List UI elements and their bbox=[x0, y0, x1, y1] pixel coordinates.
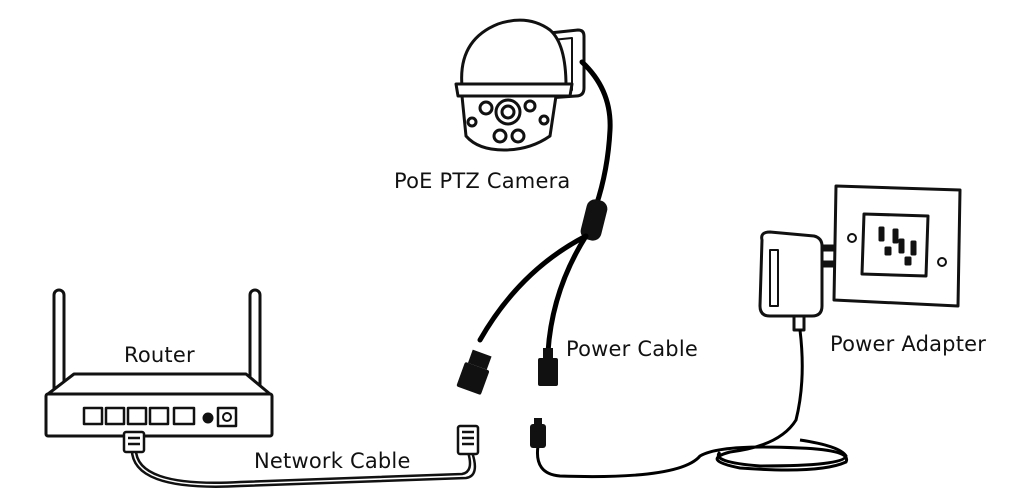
rj45-plug-camera-side bbox=[456, 424, 480, 456]
power-adapter-label: Power Adapter bbox=[830, 332, 987, 356]
power-adapter-cable bbox=[535, 329, 849, 479]
router-icon bbox=[44, 288, 274, 438]
wall-outlet-icon bbox=[832, 184, 962, 308]
dc-plug bbox=[530, 418, 546, 448]
network-port-connector bbox=[456, 349, 492, 395]
ptz-camera-icon bbox=[454, 18, 586, 152]
cable-splitter bbox=[580, 199, 608, 241]
network-cable-label: Network Cable bbox=[254, 449, 411, 473]
camera-label: PoE PTZ Camera bbox=[394, 169, 571, 193]
network-cable bbox=[130, 445, 477, 488]
network-branch-cable bbox=[477, 233, 589, 343]
router-label: Router bbox=[124, 343, 195, 367]
power-branch-cable bbox=[545, 233, 589, 355]
power-port-connector bbox=[538, 348, 558, 386]
power-cable-label: Power Cable bbox=[566, 337, 698, 361]
power-adapter-icon bbox=[758, 230, 836, 332]
camera-cable bbox=[579, 59, 613, 209]
rj45-plug-router bbox=[122, 430, 146, 454]
